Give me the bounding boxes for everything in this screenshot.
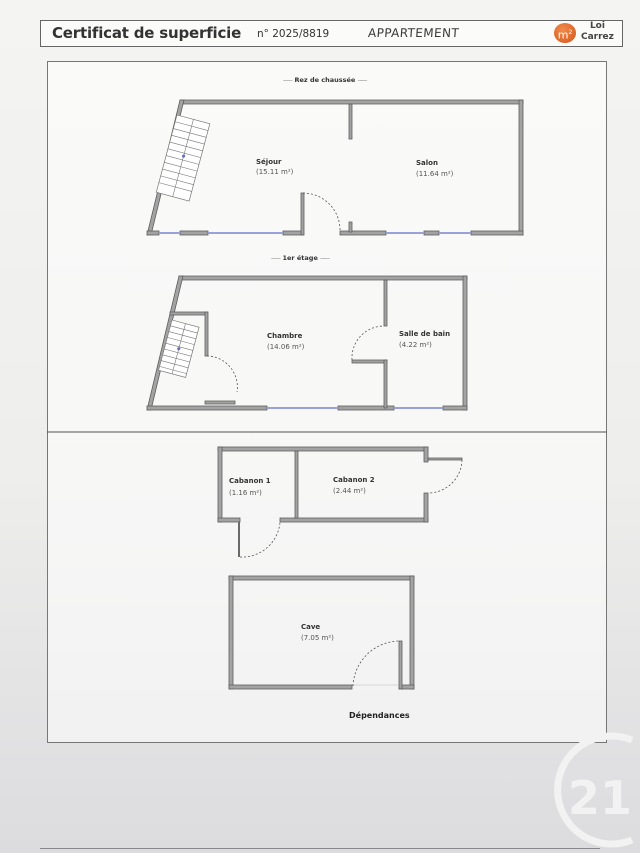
dash-right: -----: [320, 254, 330, 262]
room-name-chambre: Chambre: [267, 332, 303, 340]
room-name-cabanon-1: Cabanon 1: [229, 477, 271, 485]
room-area-cabanon-1: (1.16 m²): [229, 489, 262, 497]
svg-text:21: 21: [568, 771, 632, 825]
room-name-cabanon-2: Cabanon 2: [333, 476, 375, 484]
level-label-first: ----- 1er étage -----: [271, 254, 330, 262]
room-area-sejour: (15.11 m²): [256, 168, 294, 176]
room-area-cave: (7.05 m²): [301, 634, 334, 642]
loi-label: Loi: [589, 21, 605, 31]
dash-left: -----: [271, 254, 281, 262]
room-name-cave: Cave: [301, 623, 321, 631]
dash-left: -----: [283, 76, 293, 84]
bottom-rule: [40, 848, 600, 849]
cave-plan: [228, 575, 415, 690]
room-area-chambre: (14.06 m²): [267, 343, 305, 351]
loi-carrez-label: Loi Carrez: [581, 21, 614, 43]
level-title: 1er étage: [282, 254, 318, 262]
room-name-sejour: Séjour: [256, 158, 282, 166]
m2-badge-icon: m2: [554, 23, 576, 43]
plan-frame: [47, 61, 607, 743]
level-title: Rez de chaussée: [294, 76, 356, 84]
outbuildings-plan: [217, 446, 463, 558]
ground-floor-plan: [146, 99, 524, 236]
century21-watermark-icon: 21: [554, 732, 634, 848]
room-name-salon: Salon: [416, 159, 438, 167]
document-title: Certificat de superficie: [52, 24, 242, 42]
outbuildings-label: Dépendances: [349, 711, 410, 720]
certificate-header: Certificat de superficie n° 2025/8819 AP…: [40, 20, 623, 47]
first-floor-plan: [146, 275, 468, 411]
level-label-ground: ----- Rez de chaussée -----: [283, 76, 367, 84]
room-area-salle-de-bain: (4.22 m²): [399, 341, 432, 349]
certificate-number: n° 2025/8819: [257, 28, 330, 40]
room-name-salle-de-bain: Salle de bain: [399, 330, 451, 338]
room-area-cabanon-2: (2.44 m²): [333, 487, 366, 495]
dash-right: -----: [357, 76, 368, 84]
room-area-salon: (11.64 m²): [416, 170, 454, 178]
carrez-label: Carrez: [581, 32, 614, 42]
